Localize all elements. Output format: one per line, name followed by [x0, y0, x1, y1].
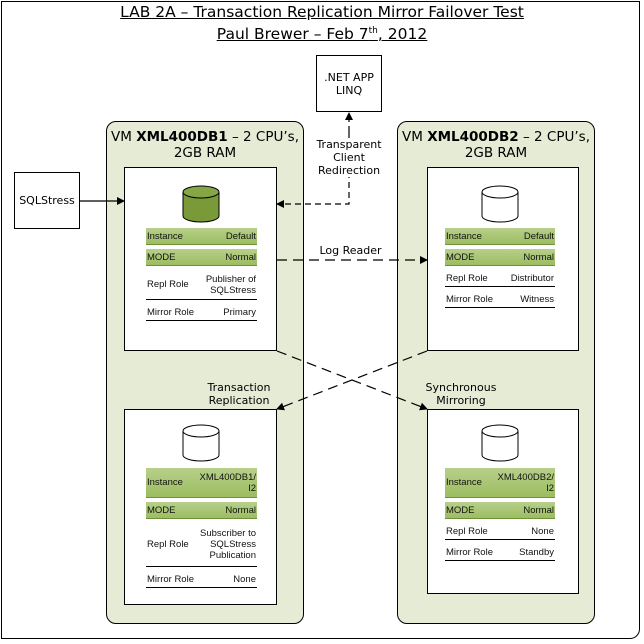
title-line-2: Paul Brewer – Feb 7th, 2012	[216, 25, 428, 44]
vm-label: VM XML400DB2 – 2 CPU’s, 2GB RAM	[402, 129, 590, 161]
database-icon	[481, 424, 519, 462]
transaction-replication-arrow	[276, 350, 428, 411]
database-icon	[481, 185, 519, 223]
log-reader-label: Log Reader	[319, 244, 382, 257]
title-line-1: LAB 2A – Transaction Replication Mirror …	[120, 3, 524, 21]
vm-label: VM XML400DB1 – 2 CPU’s, 2GB RAM	[111, 129, 299, 161]
database-icon-active	[182, 185, 220, 223]
sqlstress-box: SQLStress	[14, 172, 80, 229]
diagram-title: LAB 2A – Transaction Replication Mirror …	[0, 3, 644, 44]
database-icon	[182, 424, 220, 462]
